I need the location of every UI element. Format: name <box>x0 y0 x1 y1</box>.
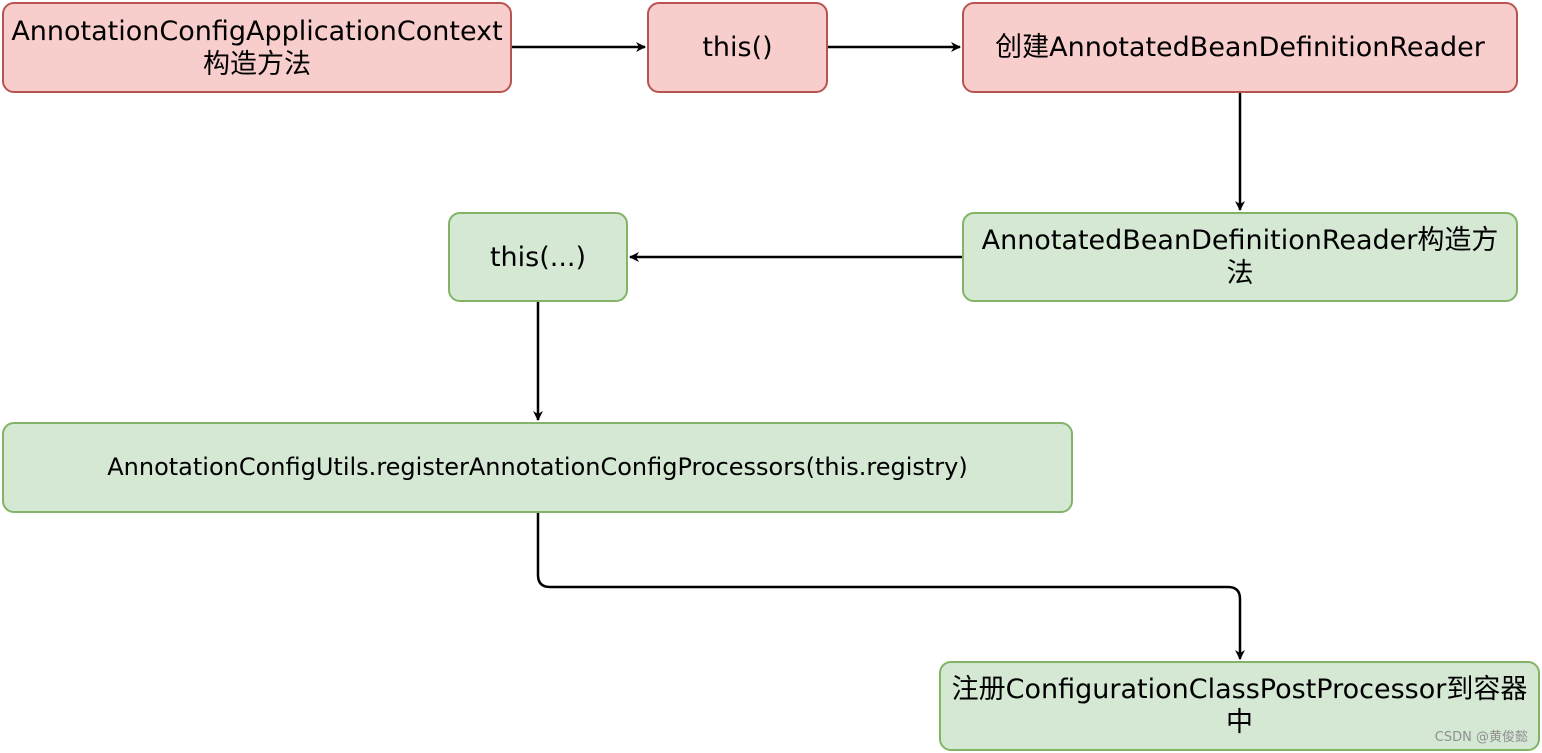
ctx-constructor-node: AnnotationConfigApplicationContext构造方法 <box>2 2 512 93</box>
this-args-node: this(...) <box>448 212 628 302</box>
reader-constructor-label: AnnotatedBeanDefinitionReader构造方法 <box>981 225 1499 289</box>
this-call-label: this() <box>702 32 773 63</box>
watermark: CSDN @黄俊懿 <box>1434 730 1528 745</box>
this-call-node: this() <box>647 2 828 93</box>
ctx-constructor-label: AnnotationConfigApplicationContext构造方法 <box>11 15 503 80</box>
register-ccpp-node: 注册ConfigurationClassPostProcessor到容器中 <box>939 661 1540 751</box>
this-args-label: this(...) <box>489 241 587 273</box>
create-reader-node: 创建AnnotatedBeanDefinitionReader <box>962 2 1518 93</box>
create-reader-label: 创建AnnotatedBeanDefinitionReader <box>995 32 1485 63</box>
register-processors-node: AnnotationConfigUtils.registerAnnotation… <box>2 422 1073 513</box>
reader-constructor-node: AnnotatedBeanDefinitionReader构造方法 <box>962 212 1518 302</box>
edge-register-processors-to-register-ccpp <box>536 513 1245 660</box>
register-processors-label: AnnotationConfigUtils.registerAnnotation… <box>107 453 968 481</box>
register-ccpp-label: 注册ConfigurationClassPostProcessor到容器中 <box>951 674 1528 738</box>
